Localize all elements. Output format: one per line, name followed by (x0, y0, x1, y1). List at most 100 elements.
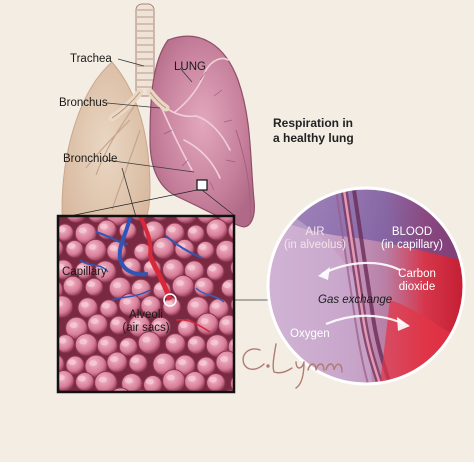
alveolus-highlight (69, 322, 78, 329)
alveolus-highlight (167, 226, 176, 233)
alveolus (240, 389, 263, 412)
alveolus-highlight (208, 376, 217, 383)
alveolus (58, 390, 60, 392)
alveolus (215, 239, 234, 263)
alveolus (164, 333, 186, 355)
alveolus (58, 369, 75, 392)
alveoli-label-line1: Alveoli (129, 309, 163, 321)
alveolus-highlight (134, 283, 143, 290)
alveolus-highlight (79, 338, 88, 345)
alveolus-highlight (189, 338, 198, 345)
alveolus-highlight (187, 264, 196, 271)
alveolus-highlight (66, 280, 75, 287)
alveolus-highlight (109, 245, 118, 252)
alveolus (128, 353, 148, 373)
alveolus-highlight (188, 227, 197, 234)
alveolus-highlight (122, 298, 131, 305)
alveolus-highlight (219, 245, 228, 252)
alveolus (65, 216, 87, 223)
alveolus-highlight (178, 359, 187, 366)
alveolus-highlight (166, 374, 175, 381)
alveolus-highlight (88, 397, 96, 403)
alveolus-highlight (99, 223, 108, 230)
alveolus (206, 262, 225, 281)
alveolus (186, 224, 205, 243)
gas-exchange-circle (266, 186, 466, 386)
alveolus-highlight (179, 322, 188, 329)
alveolus-highlight (101, 302, 110, 309)
bronchus-label: Bronchus (59, 97, 108, 109)
alveolus-highlight (208, 265, 217, 272)
alveolus-highlight (198, 397, 206, 403)
alveolus-highlight (87, 281, 96, 288)
alveolus (215, 350, 234, 374)
alveolus-highlight (77, 375, 86, 382)
alveolus-highlight (156, 242, 165, 249)
alveolus-highlight (244, 283, 252, 289)
alveolus-highlight (146, 225, 155, 232)
oxygen-arrow (325, 314, 405, 326)
alveolus-highlight (132, 320, 141, 327)
alveolus-highlight (58, 374, 65, 381)
alveolus-highlight (89, 360, 98, 367)
detail-marker (196, 179, 208, 191)
alveolus (238, 353, 258, 373)
alveolus-highlight (47, 242, 55, 248)
alveolus-highlight (241, 357, 249, 363)
alveolus (240, 278, 262, 300)
alveolus-highlight (190, 301, 199, 308)
alveolus-highlight (153, 321, 162, 328)
alveolus-highlight (47, 358, 55, 364)
inset-marker (163, 293, 177, 307)
alveolus-highlight (88, 244, 97, 251)
alveolus-highlight (199, 360, 208, 367)
alveolus-highlight (176, 280, 185, 287)
alveolus (220, 278, 234, 298)
alveolus (58, 354, 65, 375)
alveolus (186, 335, 206, 355)
alveolus (84, 277, 104, 297)
alveolus (218, 314, 234, 336)
alveolus-highlight (166, 263, 175, 270)
alveolus-highlight (131, 357, 140, 364)
alveolus-highlight (224, 393, 232, 399)
alveolus (194, 393, 215, 414)
alveolus (75, 371, 95, 392)
carbon-dioxide-line1: Carbon (398, 268, 436, 280)
alveolus (85, 394, 104, 413)
alveolus (65, 239, 84, 259)
alveolus-highlight (58, 226, 66, 233)
carbon-dioxide-label: Carbon dioxide (392, 268, 442, 294)
alveoli-label-line2: (air sacs) (122, 322, 170, 334)
alveolus-highlight (45, 284, 53, 290)
alveolus-highlight (220, 356, 229, 363)
gas-exchange-label: Gas exchange (318, 294, 393, 306)
alveolus-highlight (209, 223, 218, 230)
alveolus-highlight (221, 319, 230, 326)
alveolus (193, 276, 215, 298)
alveolus-highlight (198, 244, 207, 251)
alveolus-highlight (187, 375, 196, 382)
blood-label: BLOOD (in capillary) (370, 226, 454, 252)
alveolus-highlight (197, 281, 206, 288)
capillary-label: Capillary (62, 266, 107, 278)
alveolus-highlight (90, 318, 99, 325)
alveolus-highlight (210, 339, 219, 346)
alveolus (241, 317, 259, 335)
alveolus-highlight (157, 358, 166, 365)
alveolus (106, 351, 128, 373)
alveolus-highlight (234, 262, 242, 268)
air-label-line2: (in alveolus) (284, 239, 346, 251)
alveolus (84, 238, 107, 262)
alveolus-highlight (100, 339, 109, 346)
carbon-dioxide-arrow (321, 261, 401, 275)
blood-label-line2: (in capillary) (381, 239, 443, 251)
blood-label-line1: BLOOD (391, 226, 433, 238)
alveolus (162, 368, 186, 392)
air-label-line1: AIR (305, 226, 325, 238)
oxygen-label: Oxygen (290, 328, 330, 340)
alveolus-highlight (58, 263, 65, 270)
alveolus-highlight (143, 299, 152, 306)
alveolus-highlight (211, 302, 220, 309)
alveolus (87, 216, 107, 223)
